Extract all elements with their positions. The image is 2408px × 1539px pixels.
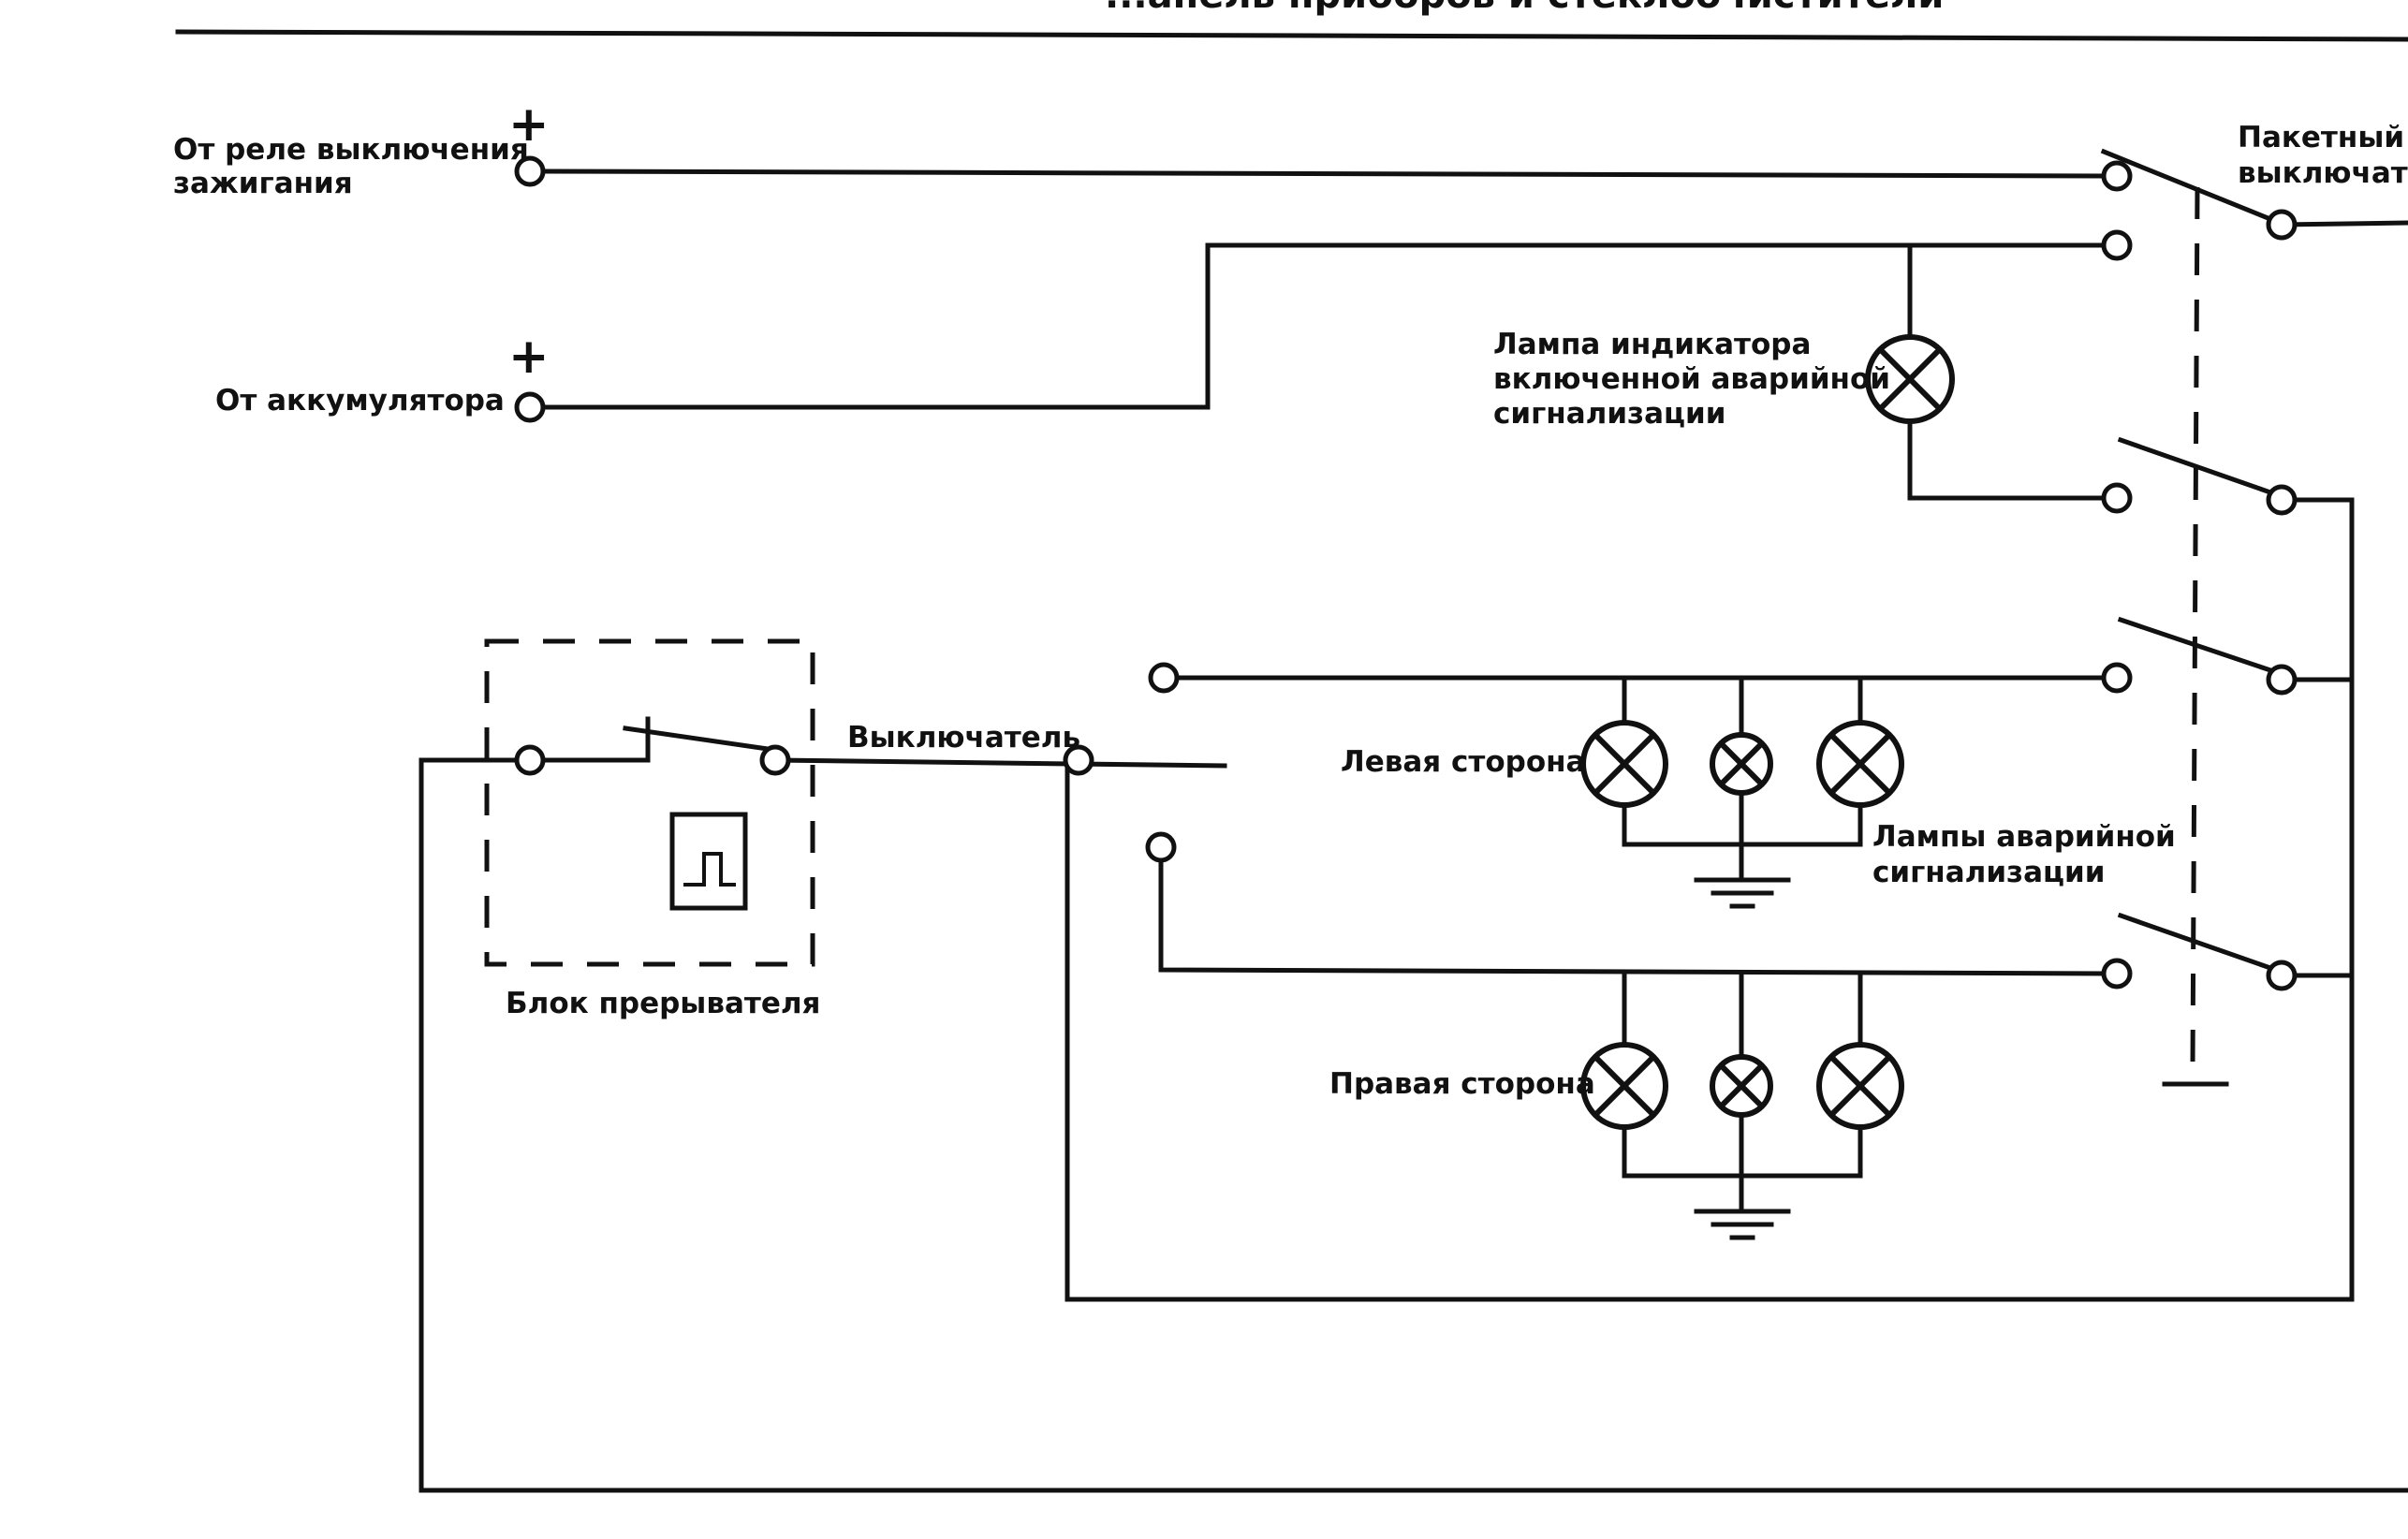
packet-switch-output-terminal-2 (2266, 484, 2298, 516)
ignition-wire (540, 169, 2107, 179)
packet-output-wire-1 (2279, 220, 2408, 227)
indicator-lamp-label-line1: Лампа индикатора (1493, 328, 1811, 361)
right-side-bus (1158, 844, 2107, 976)
left-side-label: Левая сторона (1341, 745, 1585, 779)
switch-output-wire (772, 757, 1227, 769)
left-ground-symbol (1694, 877, 1791, 909)
packet-switch-terminal-2 (2101, 482, 2133, 514)
header-rule (175, 29, 2408, 42)
left-lamp-2 (1710, 732, 1773, 796)
ignition-relay-label-line2: зажигания (173, 167, 353, 200)
packet-switch-output-terminal-1 (2266, 209, 2298, 241)
packet-switch-output-terminal-4 (2266, 960, 2298, 991)
interrupter-terminal-right (759, 744, 791, 776)
left-side-input-terminal (1148, 662, 1180, 694)
hazard-lamps-label-line1: Лампы аварийной (1872, 820, 2176, 854)
packet-switch-terminal-4 (2101, 958, 2133, 989)
battery-terminal (514, 391, 546, 423)
packet-switch-blade-1 (2100, 148, 2274, 223)
ignition-plus-sign: + (508, 96, 550, 153)
right-lamp-3 (1816, 1042, 1904, 1130)
battery-plus-sign: + (508, 329, 550, 385)
packet-switch-linkage (2190, 186, 2200, 1068)
left-lamp-3 (1816, 720, 1904, 808)
right-side-input-terminal (1145, 831, 1177, 863)
indicator-lamp-label-line3: сигнализации (1493, 397, 1725, 431)
interrupter-block-outline (484, 638, 815, 967)
indicator-lamp-wire-bottom (1907, 409, 2107, 501)
switch-terminal (1063, 744, 1094, 776)
hazard-lamps-label-line2: сигнализации (1872, 856, 2105, 889)
interrupter-terminal-left (514, 744, 546, 776)
ignition-terminal (514, 155, 546, 187)
packet-switch-label-line2: выключатель (2238, 156, 2408, 190)
packet-switch-label-line1: Пакетный (2238, 121, 2404, 154)
interrupter-relay-symbol (669, 812, 748, 911)
battery-label: От аккумулятора (215, 384, 505, 418)
packet-switch-blade-3 (2117, 616, 2274, 674)
flasher-feed-wire (418, 757, 2408, 1493)
page-title: ...анель приборов и стеклоочистители (1105, 0, 1944, 17)
right-lamp-2 (1710, 1054, 1773, 1118)
packet-switch-output-terminal-3 (2266, 664, 2298, 696)
packet-switch-blade-2 (2117, 436, 2274, 496)
switch-label: Выключатель (847, 721, 1080, 755)
left-lamp-1 (1580, 720, 1668, 808)
ignition-relay-label-line1: От реле выключения (173, 133, 529, 167)
indicator-lamp-label-line2: включенной аварийной (1493, 362, 1890, 396)
packet-switch-terminal-1a (2101, 160, 2133, 192)
interrupter-contact-blade (623, 726, 771, 752)
right-ground-symbol (1694, 1209, 1791, 1240)
right-lamp-1 (1580, 1042, 1668, 1130)
packet-switch-terminal-1b (2101, 229, 2133, 261)
interrupter-block-label: Блок прерывателя (506, 987, 820, 1020)
battery-wire (540, 242, 2107, 410)
indicator-lamp (1865, 334, 1955, 424)
packet-output-bus (1065, 497, 2355, 1302)
packet-switch-terminal-3 (2101, 662, 2133, 694)
right-side-label: Правая сторона (1329, 1067, 1595, 1101)
packet-switch-blade-4 (2117, 912, 2274, 972)
